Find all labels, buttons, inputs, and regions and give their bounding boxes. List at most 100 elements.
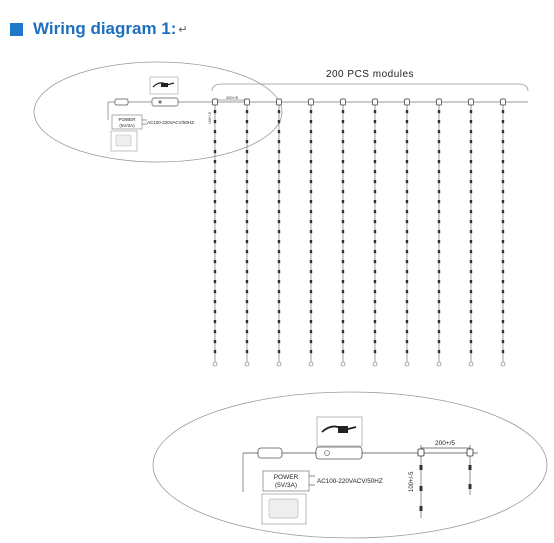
led-node <box>501 320 505 324</box>
led-node <box>213 350 217 354</box>
led-node <box>277 190 281 194</box>
led-node <box>373 280 377 284</box>
led-node <box>341 270 345 274</box>
led-node <box>245 190 249 194</box>
led-node <box>277 130 281 134</box>
led-node <box>373 110 377 114</box>
led-node <box>469 280 473 284</box>
led-node <box>501 220 505 224</box>
modules-bracket <box>211 83 529 92</box>
led-node <box>213 320 217 324</box>
led-node <box>277 110 281 114</box>
led-node <box>309 280 313 284</box>
zoom-ellipse-top <box>33 61 283 163</box>
led-node <box>309 130 313 134</box>
led-node <box>501 190 505 194</box>
svg-text:POWER: POWER <box>274 474 299 481</box>
led-node <box>309 200 313 204</box>
led-node <box>437 220 441 224</box>
led-node <box>277 240 281 244</box>
modules-label: 200 PCS modules <box>326 69 414 80</box>
led-node <box>405 150 409 154</box>
led-node <box>373 270 377 274</box>
led-node <box>245 150 249 154</box>
led-node <box>277 230 281 234</box>
led-node <box>213 160 217 164</box>
led-node <box>405 180 409 184</box>
led-node <box>245 300 249 304</box>
led-node <box>501 130 505 134</box>
led-node <box>373 340 377 344</box>
led-node <box>373 120 377 124</box>
strand-end-cap <box>372 361 378 367</box>
led-node <box>501 270 505 274</box>
led-node <box>245 340 249 344</box>
power-supply-bottom: POWER (5V/3A) <box>262 470 315 492</box>
led-node <box>405 120 409 124</box>
led-node <box>213 290 217 294</box>
led-node <box>501 350 505 354</box>
led-node <box>469 260 473 264</box>
led-node <box>309 180 313 184</box>
led-node <box>437 170 441 174</box>
led-node <box>405 330 409 334</box>
led-node <box>341 150 345 154</box>
led-node <box>245 110 249 114</box>
power-supply-top: POWER (5V/3A) <box>111 114 147 130</box>
spacing-label-bottom: 200+/5 <box>435 440 455 447</box>
led-node <box>501 260 505 264</box>
led-node <box>341 240 345 244</box>
strand-connector <box>500 98 506 106</box>
led-node <box>341 320 345 324</box>
led-node <box>213 300 217 304</box>
led-node <box>213 200 217 204</box>
led-node <box>501 310 505 314</box>
led-node <box>277 350 281 354</box>
led-node <box>469 110 473 114</box>
led-node <box>469 140 473 144</box>
led-node <box>437 320 441 324</box>
led-node <box>373 170 377 174</box>
led-node <box>405 190 409 194</box>
led-node <box>469 270 473 274</box>
led-node <box>309 330 313 334</box>
led-node <box>341 220 345 224</box>
led-node <box>341 340 345 344</box>
led-node <box>437 300 441 304</box>
led-node <box>501 330 505 334</box>
led-strands <box>212 98 506 367</box>
bottom-nodes <box>417 448 474 511</box>
led-node <box>309 230 313 234</box>
led-node <box>309 260 313 264</box>
led-node <box>437 260 441 264</box>
drop-label-bottom: 100+/-5 <box>409 471 415 492</box>
led-node <box>373 260 377 264</box>
led-node <box>437 180 441 184</box>
led-node <box>469 200 473 204</box>
led-node <box>437 230 441 234</box>
led-node <box>341 190 345 194</box>
led-node <box>277 260 281 264</box>
led-node <box>469 170 473 174</box>
led-node <box>405 170 409 174</box>
strand-end-cap <box>308 361 314 367</box>
led-node <box>501 290 505 294</box>
strand-end-cap <box>468 361 474 367</box>
led-node <box>501 200 505 204</box>
led-node <box>245 320 249 324</box>
led-node <box>469 240 473 244</box>
led-node <box>309 120 313 124</box>
led-node <box>341 280 345 284</box>
led-node <box>277 250 281 254</box>
led-node <box>501 340 505 344</box>
led-node <box>373 190 377 194</box>
strand-end-cap <box>212 361 218 367</box>
led-node <box>405 250 409 254</box>
led-node <box>469 190 473 194</box>
led-node <box>277 160 281 164</box>
strand-end-cap <box>500 361 506 367</box>
connector-top <box>114 98 129 106</box>
svg-text:(5V/3A): (5V/3A) <box>119 123 135 128</box>
led-node <box>277 330 281 334</box>
